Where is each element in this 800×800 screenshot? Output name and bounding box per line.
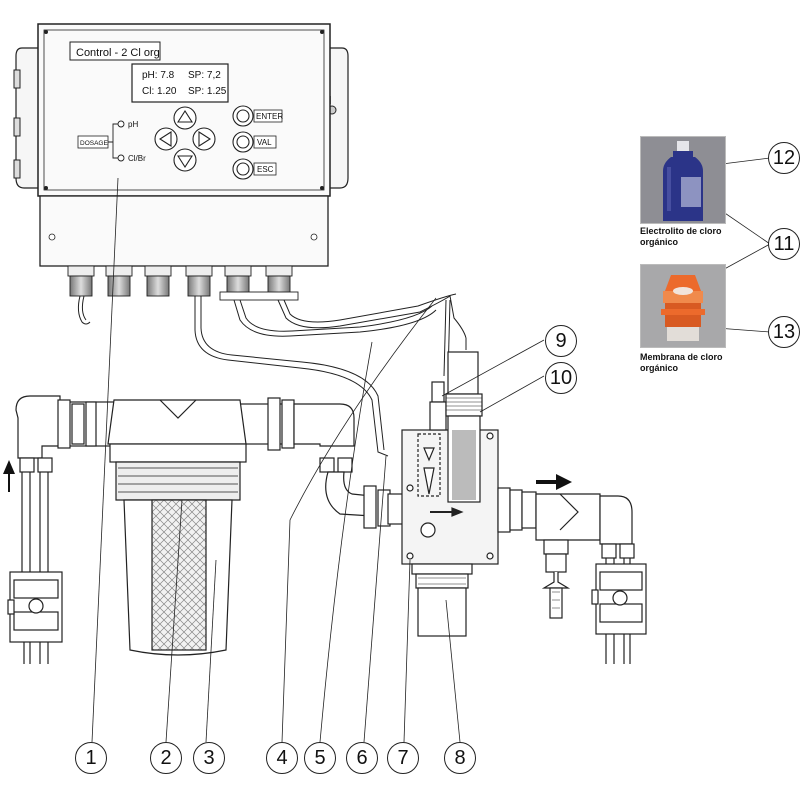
ph-reading: pH: 7.8 [142,70,175,81]
callout-1: 1 [75,742,107,774]
controller-unit [13,23,349,267]
measurement-cell [401,351,499,637]
electrolyte-caption: Electrolito de cloro orgánico [640,226,722,247]
connection-pipes [225,397,407,529]
callout-3: 3 [193,742,225,774]
enter-label: ENTER [256,112,283,121]
callout-5: 5 [304,742,336,774]
bottle-icon [663,141,703,221]
cables [77,293,467,457]
callout-7: 7 [387,742,419,774]
cl-setpoint: SP: 1.25 [188,86,227,97]
val-label: VAL [257,138,272,147]
electrolyte-bottle-photo [640,136,726,224]
filter-cartridge [151,499,207,651]
outlet-pipe [497,487,647,664]
membrane-caption: Membrana de cloro orgánico [640,352,723,373]
callout-11: 11 [768,228,800,260]
membrane-cap-photo [640,264,726,348]
cl-reading: Cl: 1.20 [142,86,177,97]
title-box [69,41,161,61]
flow-arrow-up [3,460,15,492]
led-ph-label: pH [128,120,138,129]
esc-label: ESC [257,165,274,174]
callout-2: 2 [150,742,182,774]
membrane-cap-icon [661,275,705,341]
callout-9: 9 [545,325,577,357]
led-clbr [117,154,125,162]
filter-housing [107,399,247,656]
callout-13: 13 [768,316,800,348]
dosage-label: DOSAGE [80,140,108,147]
callout-8: 8 [444,742,476,774]
controller-title: Control - 2 Cl org [76,47,160,59]
inlet-pipe [7,395,115,664]
arrow-keypad [154,106,216,172]
ph-setpoint: SP: 7,2 [188,70,221,81]
callout-6: 6 [346,742,378,774]
lcd-display [131,63,229,103]
callout-12: 12 [768,142,800,174]
led-clbr-label: Cl/Br [128,154,146,163]
flow-arrow-right [536,474,572,490]
callout-4: 4 [266,742,298,774]
callout-10: 10 [545,362,577,394]
terminal-box [39,195,329,267]
cable-glands [67,265,299,301]
led-ph [117,120,125,128]
